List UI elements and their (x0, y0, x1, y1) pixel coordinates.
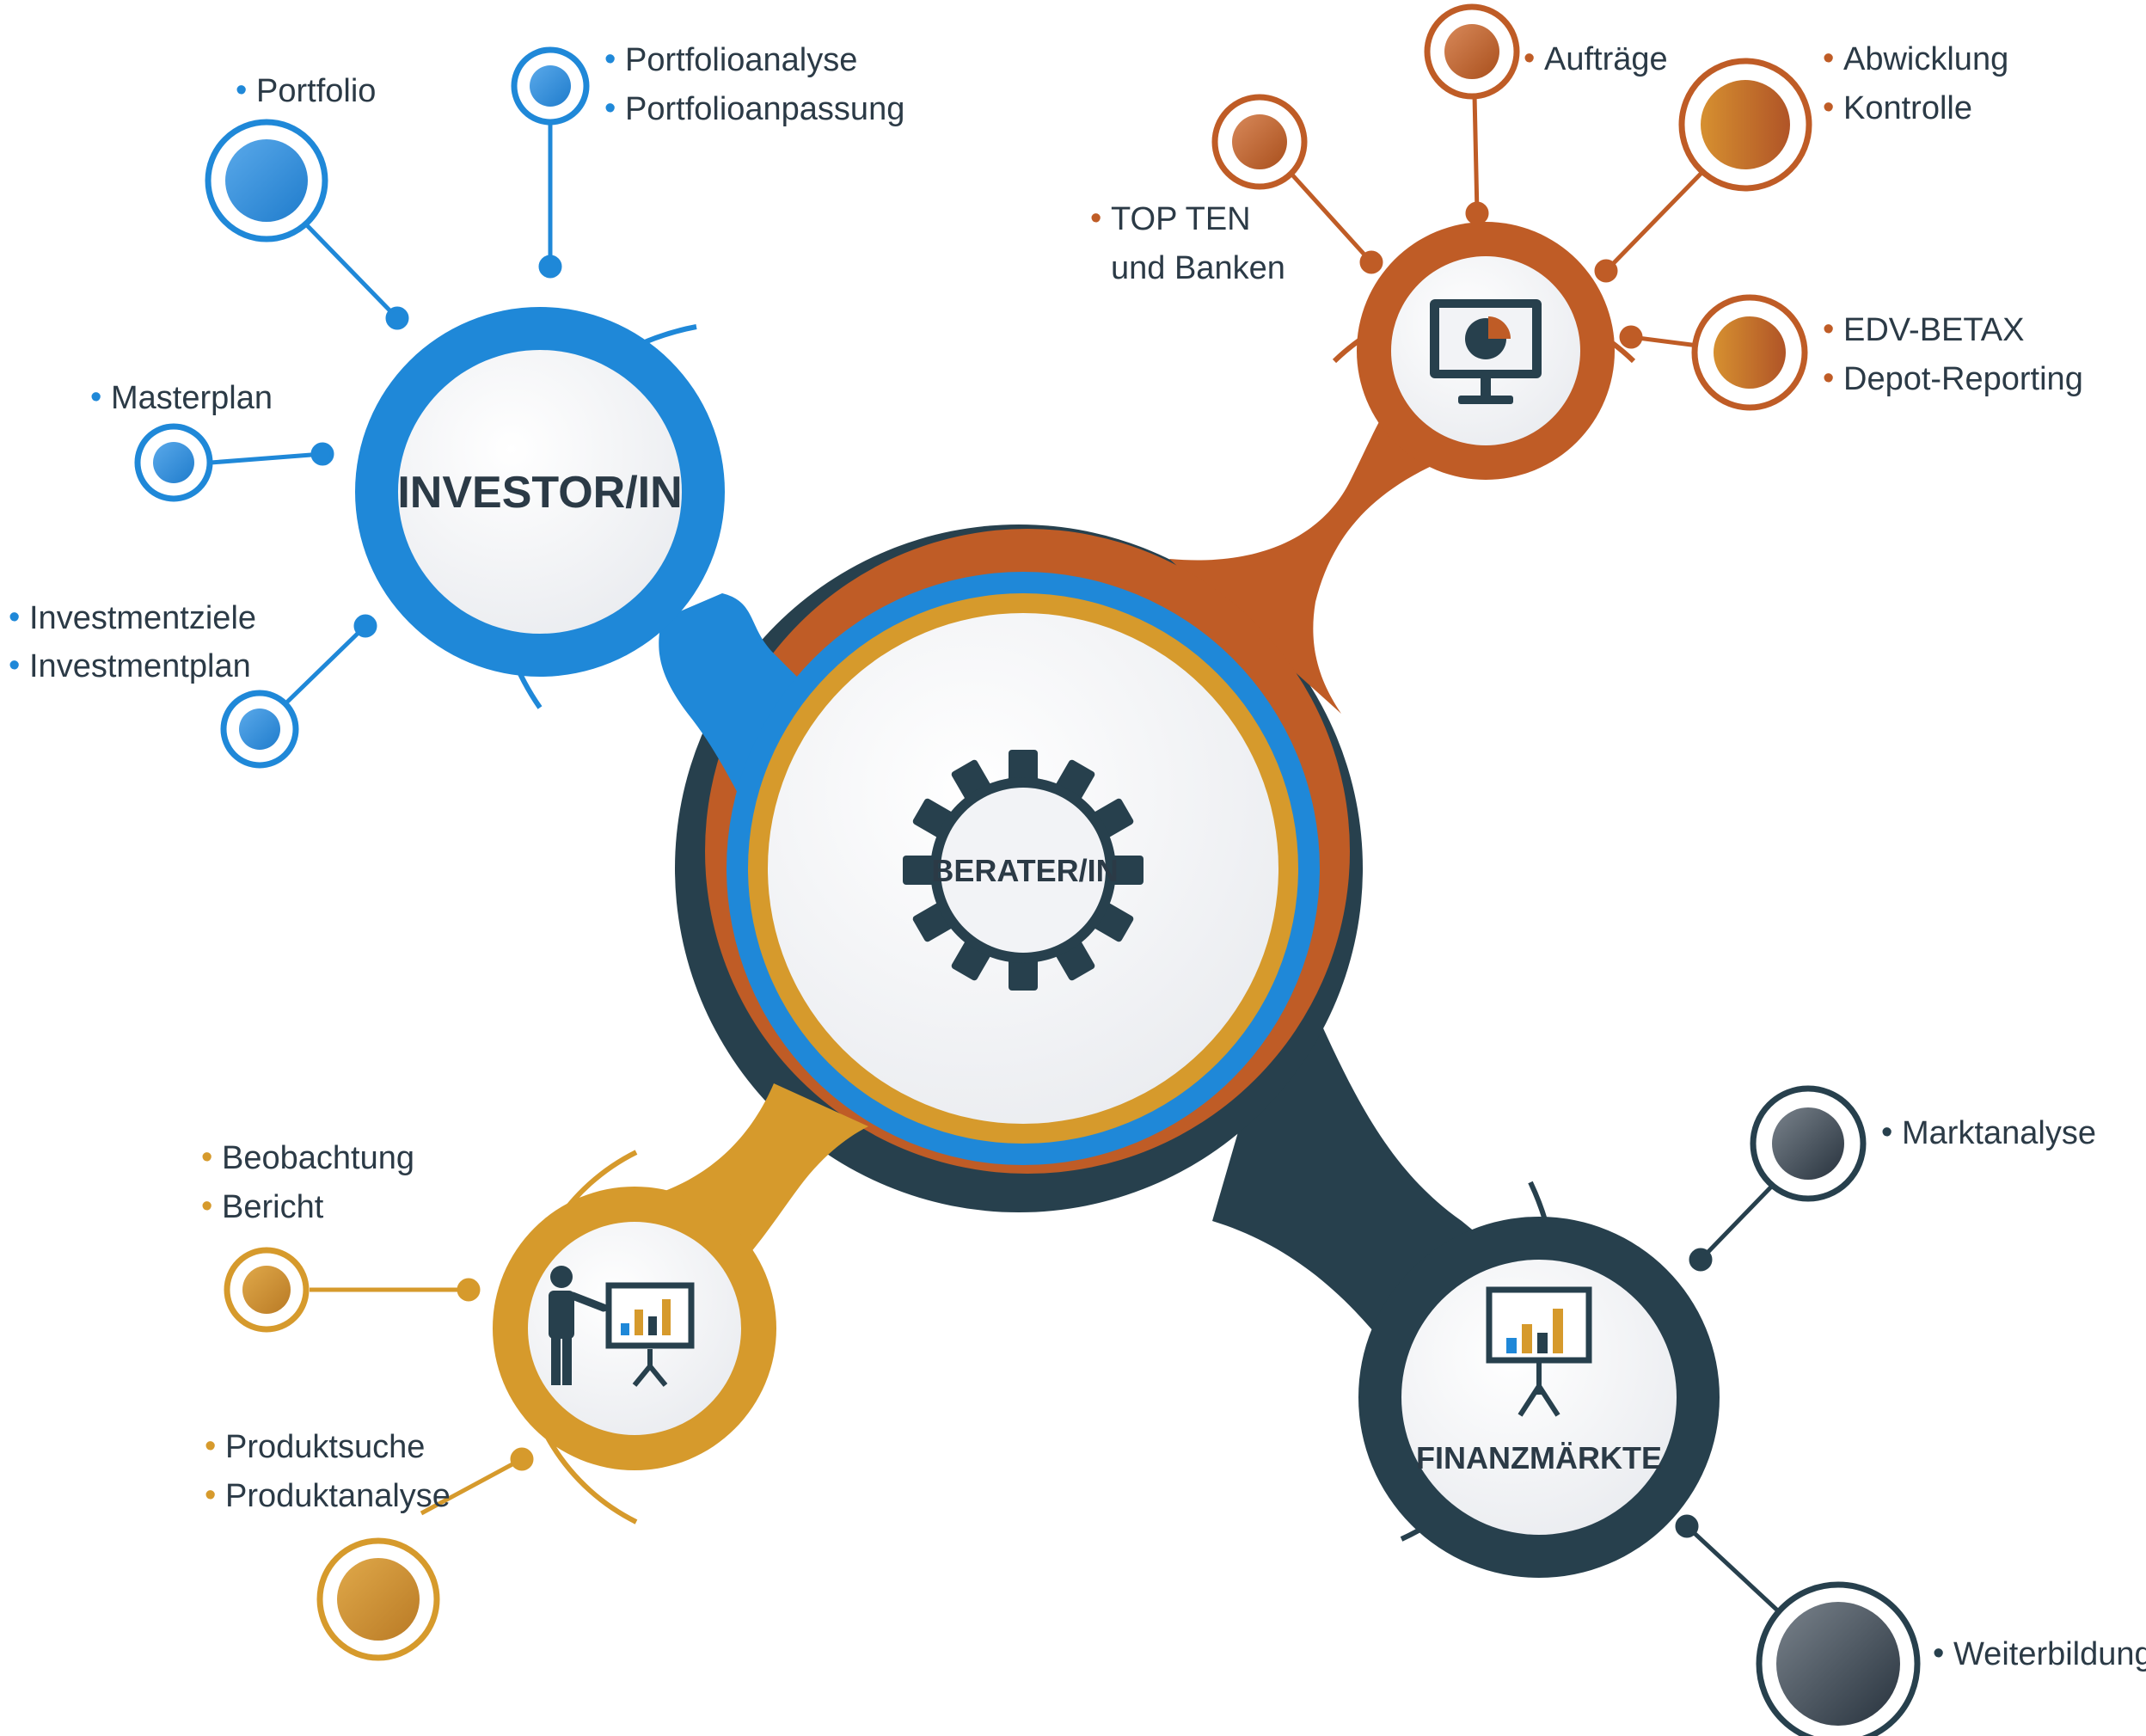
investor-title: INVESTOR/IN (397, 468, 682, 518)
svg-text:und Banken: und Banken (1111, 250, 1285, 286)
svg-text:Produktsuche: Produktsuche (225, 1429, 425, 1465)
svg-text:•: • (1823, 360, 1834, 396)
label-abwicklung: • Abwicklung • Kontrolle (1823, 40, 2008, 126)
svg-text:•: • (205, 1428, 216, 1464)
presentation-node: • Beobachtung • Bericht • Produktsuche •… (201, 1139, 776, 1661)
svg-text:•: • (1090, 200, 1101, 236)
svg-text:Kontrolle: Kontrolle (1843, 90, 1972, 126)
satellite-auftraege (1424, 3, 1520, 100)
investor-node: INVESTOR/IN • Portfolio (9, 41, 904, 769)
svg-text:Marktanalyse: Marktanalyse (1902, 1115, 2096, 1151)
svg-text:Beobachtung: Beobachtung (222, 1140, 414, 1176)
svg-text:•: • (1823, 40, 1834, 77)
svg-text:TOP TEN: TOP TEN (1111, 201, 1251, 237)
svg-text:•: • (9, 647, 20, 684)
svg-text:•: • (236, 72, 247, 108)
label-weiterbildung: • Weiterbildung (1933, 1635, 2146, 1672)
satellite-beobachtung (224, 1247, 310, 1333)
center-title: BERATER/IN (931, 853, 1118, 888)
label-topten: • TOP TEN und Banken (1090, 200, 1285, 286)
satellite-edv (1691, 294, 1808, 411)
reporting-node: • TOP TEN und Banken • Aufträge • Abwick… (1090, 3, 2083, 480)
svg-text:Aufträge: Aufträge (1544, 41, 1668, 77)
presenter-chart-icon (549, 1266, 695, 1387)
svg-text:•: • (1881, 1114, 1892, 1150)
satellite-abwicklung (1678, 58, 1812, 192)
satellite-portfolioanalyse (511, 46, 590, 126)
svg-text:Portfolioanpassung: Portfolioanpassung (625, 91, 904, 127)
label-edv: • EDV-BETAX • Depot-Reporting (1823, 311, 2083, 397)
svg-text:•: • (1524, 40, 1535, 77)
svg-text:Weiterbildung: Weiterbildung (1953, 1636, 2146, 1672)
svg-text:Produktanalyse: Produktanalyse (225, 1478, 451, 1514)
satellite-produkt (316, 1537, 440, 1661)
svg-text:•: • (201, 1188, 212, 1224)
satellite-topten (1211, 94, 1308, 190)
svg-text:•: • (1823, 311, 1834, 347)
svg-text:Portfolio: Portfolio (256, 73, 376, 109)
svg-text:Abwicklung: Abwicklung (1843, 41, 2008, 77)
orange-connector (1169, 378, 1479, 714)
satellite-portfolio (205, 119, 328, 242)
label-auftraege: • Aufträge (1524, 40, 1668, 77)
easel-bar-chart-icon (1486, 1286, 1592, 1417)
svg-text:•: • (9, 599, 20, 635)
label-produkt: • Produktsuche • Produktanalyse (205, 1428, 451, 1514)
svg-text:EDV-BETAX: EDV-BETAX (1843, 312, 2024, 348)
label-portfolioanalyse: • Portfolioanalyse • Portfolioanpassung (604, 41, 904, 127)
svg-text:•: • (1823, 89, 1834, 126)
svg-text:Investmentziele: Investmentziele (29, 600, 256, 636)
label-beobachtung: • Beobachtung • Bericht (201, 1139, 414, 1225)
label-marktanalyse: • Marktanalyse (1881, 1114, 2096, 1151)
satellite-marktanalyse (1750, 1085, 1867, 1202)
svg-text:Portfolioanalyse: Portfolioanalyse (625, 42, 857, 78)
svg-text:•: • (604, 90, 616, 126)
label-masterplan: • Masterplan (90, 379, 273, 416)
svg-text:•: • (205, 1477, 216, 1513)
svg-text:Depot-Reporting: Depot-Reporting (1843, 361, 2083, 397)
satellite-investment (220, 690, 299, 769)
svg-text:•: • (201, 1139, 212, 1175)
finanzmaerkte-title: FINANZMÄRKTE (1416, 1440, 1662, 1475)
svg-text:Masterplan: Masterplan (111, 380, 273, 416)
svg-text:•: • (1933, 1635, 1944, 1672)
svg-text:Investmentplan: Investmentplan (29, 648, 251, 684)
svg-text:Bericht: Bericht (222, 1189, 324, 1225)
satellite-masterplan (134, 423, 213, 502)
svg-text:•: • (604, 41, 616, 77)
satellite-weiterbildung (1756, 1581, 1921, 1736)
gear-icon (903, 750, 1144, 991)
monitor-pie-chart-icon (1430, 299, 1542, 404)
svg-text:•: • (90, 379, 101, 415)
finanzmaerkte-node: FINANZMÄRKTE • Marktanalyse • Weiterbild… (1358, 1085, 2146, 1736)
label-investment: • Investmentziele • Investmentplan (9, 599, 256, 684)
label-portfolio: • Portfolio (236, 72, 376, 109)
